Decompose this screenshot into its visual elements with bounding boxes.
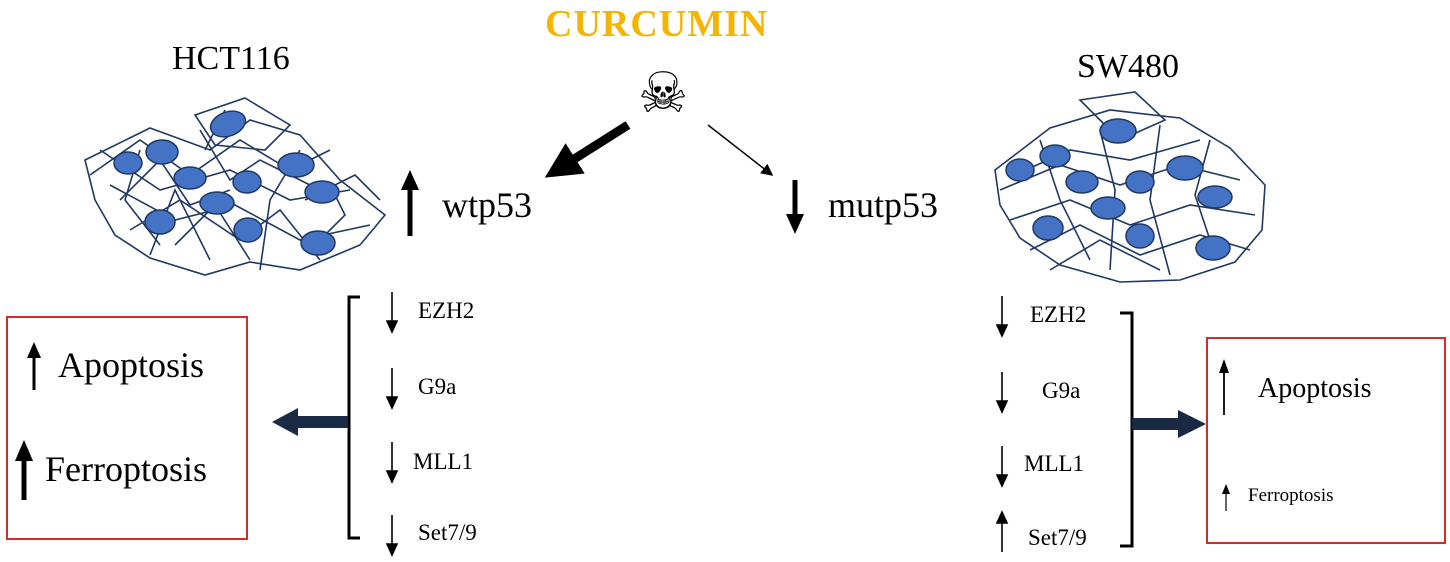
left-outcome-apoptosis: Apoptosis	[58, 345, 205, 385]
left-gene-mll1: MLL1	[413, 449, 474, 474]
right-gene-ezh2: EZH2	[1030, 302, 1087, 327]
thick-arrow-to-wtp53	[544, 121, 631, 178]
right-gene-mll1: MLL1	[1024, 451, 1085, 476]
right-cell-line-label: SW480	[1077, 48, 1179, 85]
mutp53-down-arrow	[786, 180, 804, 234]
wtp53-up-arrow	[401, 170, 419, 236]
left-cell-line-label: HCT116	[172, 40, 290, 77]
right-outcome-arrows	[1219, 359, 1230, 511]
diagram-title: CURCUMIN	[545, 3, 769, 45]
right-block-arrow	[1132, 410, 1206, 438]
right-bracket	[1120, 311, 1134, 548]
left-outcome-arrows	[15, 342, 41, 500]
left-outcome-ferroptosis: Ferroptosis	[45, 449, 207, 489]
right-outcome-ferroptosis: Ferroptosis	[1248, 485, 1334, 506]
left-cell-nuclei	[113, 110, 340, 256]
left-bracket	[347, 295, 360, 540]
left-block-arrow	[272, 408, 348, 436]
left-gene-arrows	[385, 292, 399, 557]
left-gene-ezh2: EZH2	[418, 298, 475, 323]
mutp53-label: mutp53	[828, 185, 939, 225]
right-gene-arrows	[995, 296, 1009, 552]
right-gene-set79: Set7/9	[1028, 525, 1087, 550]
right-cell-nuclei	[1005, 118, 1233, 261]
thin-arrow-to-mutp53	[707, 124, 774, 176]
left-gene-set79: Set7/9	[418, 520, 477, 545]
right-outcome-apoptosis: Apoptosis	[1258, 373, 1372, 404]
right-outcome-box: Apoptosis Ferroptosis	[1206, 337, 1446, 544]
wtp53-label: wtp53	[442, 185, 532, 225]
left-gene-g9a: G9a	[418, 374, 457, 399]
left-outcome-box: Apoptosis Ferroptosis	[6, 316, 248, 540]
skull-crossbones-icon: ☠	[638, 63, 689, 125]
right-gene-g9a: G9a	[1042, 378, 1081, 403]
